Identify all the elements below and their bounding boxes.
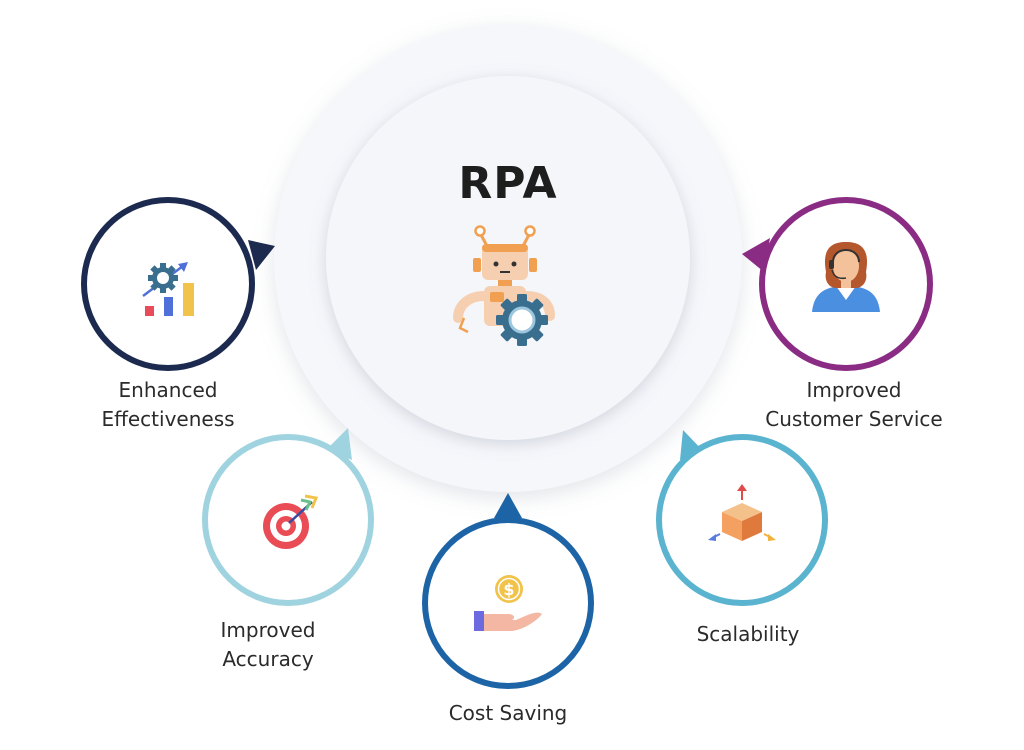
customer-support-agent-icon (812, 242, 880, 312)
rpa-title: RPA (458, 158, 558, 209)
enhanced-effectiveness-line1: Enhanced (118, 378, 218, 402)
robot-gear-icon (453, 225, 555, 346)
box-expand-icon (708, 484, 776, 541)
enhanced-effectiveness-label: Enhanced Effectiveness (68, 376, 268, 434)
scalability-label: Scalability (668, 620, 828, 649)
accuracy-line1: Improved (220, 618, 316, 642)
cost-saving-circle (422, 517, 594, 689)
accuracy-line2: Accuracy (222, 647, 314, 671)
accuracy-label: Improved Accuracy (188, 616, 348, 674)
cost-saving-line1: Cost Saving (448, 701, 568, 725)
enhanced-effectiveness-line2: Effectiveness (101, 407, 235, 431)
customer-service-line2: Customer Service (765, 407, 943, 431)
scalability-line1: Scalability (696, 622, 800, 646)
svg-text:$: $ (503, 580, 514, 599)
target-arrow-icon (263, 494, 319, 549)
enhanced-effectiveness-pointer (248, 240, 275, 270)
cost-saving-pointer (494, 493, 522, 518)
hand-coin-icon: $ (474, 575, 542, 631)
cost-saving-label: Cost Saving (418, 699, 598, 728)
customer-service-line1: Improved (806, 378, 902, 402)
customer-service-label: Improved Customer Service (744, 376, 964, 434)
